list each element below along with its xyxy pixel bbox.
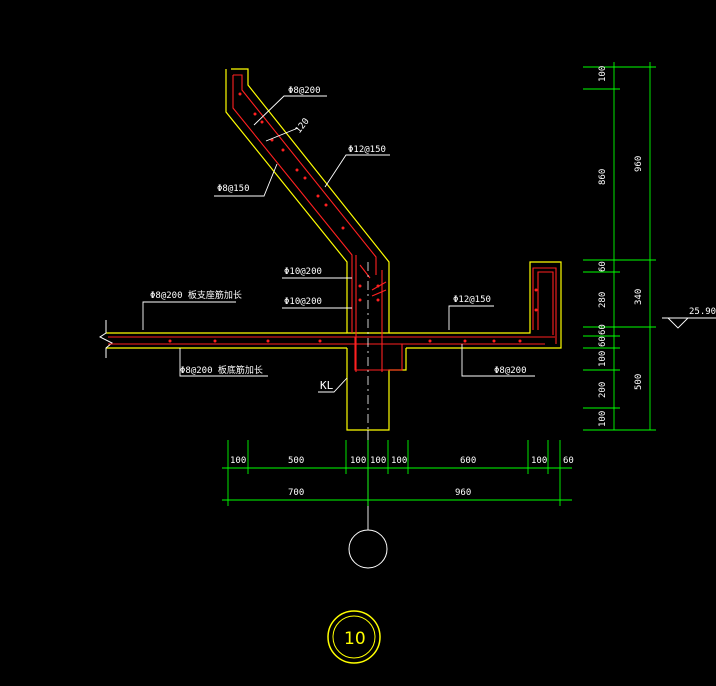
label-slab-thickness: 120 — [294, 117, 312, 136]
label-slab-bottom-bar: Φ8@200 板底筋加长 — [180, 364, 263, 376]
label-beam-stirrup-2: Φ10@200 — [284, 297, 322, 307]
beam-kl-outline — [346, 348, 407, 431]
label-slab-top-bar: Φ8@200 板支座筋加长 — [150, 289, 242, 301]
label-gutter-bar-bottom: Φ8@200 — [494, 366, 527, 376]
label-beam-stirrup-1: Φ10@200 — [284, 267, 322, 277]
dim-right-inner: 60 — [598, 336, 608, 347]
detail-number: 10 — [344, 629, 366, 649]
label-top-bar: Φ12@150 — [348, 145, 386, 155]
bottom-dimension-lines — [222, 440, 572, 506]
dim-bottom-row1: 60 — [563, 456, 574, 466]
dim-right-inner: 100 — [598, 411, 608, 427]
dim-bottom-row2: 700 — [288, 488, 304, 498]
right-outer-dimension-text: 960 340 500 — [634, 156, 644, 390]
bottom-row1-dimension-text: 100 500 100 100 100 600 100 60 — [230, 456, 574, 466]
detail-number-ring-inner — [332, 615, 376, 659]
detail-number-ring — [327, 610, 381, 664]
dim-bottom-row1: 100 — [350, 456, 366, 466]
dim-bottom-row1: 600 — [460, 456, 476, 466]
label-parapet-bar: Φ8@200 — [288, 86, 321, 96]
dim-bottom-row2: 960 — [455, 488, 471, 498]
dim-right-outer: 500 — [634, 374, 644, 390]
rebar-lines — [108, 74, 557, 372]
dim-bottom-row1: 500 — [288, 456, 304, 466]
dim-right-outer: 960 — [634, 156, 644, 172]
dim-right-outer: 340 — [634, 289, 644, 305]
dim-right-inner: 860 — [598, 169, 608, 185]
right-dimension-lines — [583, 62, 656, 431]
dim-bottom-row1: 100 — [391, 456, 407, 466]
dim-right-inner: 100 — [598, 66, 608, 82]
dim-right-inner: 200 — [598, 382, 608, 398]
label-gutter-bar-top: Φ12@150 — [453, 295, 491, 305]
label-elevation: 25.900 — [689, 307, 716, 317]
right-inner-dimension-text: 100 860 60 280 60 60 100 200 100 — [598, 66, 608, 427]
dim-right-inner: 280 — [598, 292, 608, 308]
concrete-outline — [99, 68, 562, 431]
elevation-marker — [662, 317, 716, 329]
axis-bubble — [348, 529, 388, 569]
gutter-outline — [389, 261, 562, 349]
leader-lines — [142, 95, 535, 530]
dim-bottom-row1: 100 — [230, 456, 246, 466]
inclined-parapet-outline — [225, 68, 390, 334]
rebar-dots — [168, 92, 538, 343]
label-beam-tag: KL — [320, 379, 334, 392]
dim-right-inner: 100 — [598, 351, 608, 367]
label-dist-bar: Φ8@150 — [217, 184, 250, 194]
dim-bottom-row1: 100 — [370, 456, 386, 466]
bottom-row2-dimension-text: 700 960 — [288, 488, 471, 498]
dim-bottom-row1: 100 — [531, 456, 547, 466]
dim-right-inner: 60 — [598, 324, 608, 335]
dim-right-inner: 60 — [598, 261, 608, 272]
